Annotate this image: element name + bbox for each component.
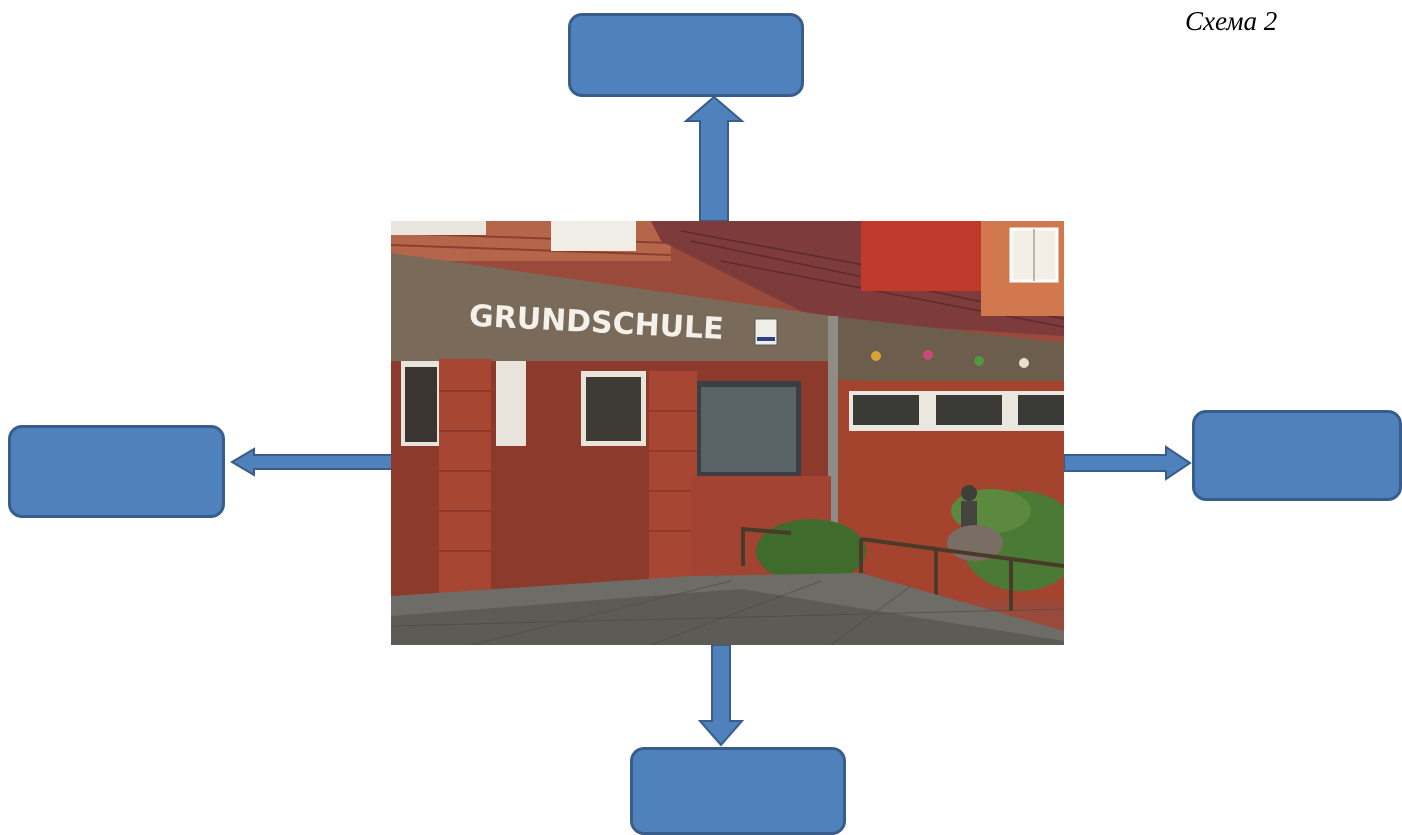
arrow-left (230, 447, 393, 477)
school-building-photo: GRUNDSCHULE (391, 221, 1064, 645)
arrow-down (697, 644, 745, 747)
arrow-right (1063, 445, 1192, 481)
arrow-up (683, 95, 745, 222)
box-bottom (630, 747, 846, 835)
diagram-caption: Схема 2 (1185, 6, 1278, 36)
box-left (8, 425, 225, 518)
box-top (568, 13, 804, 97)
box-right (1192, 410, 1402, 501)
